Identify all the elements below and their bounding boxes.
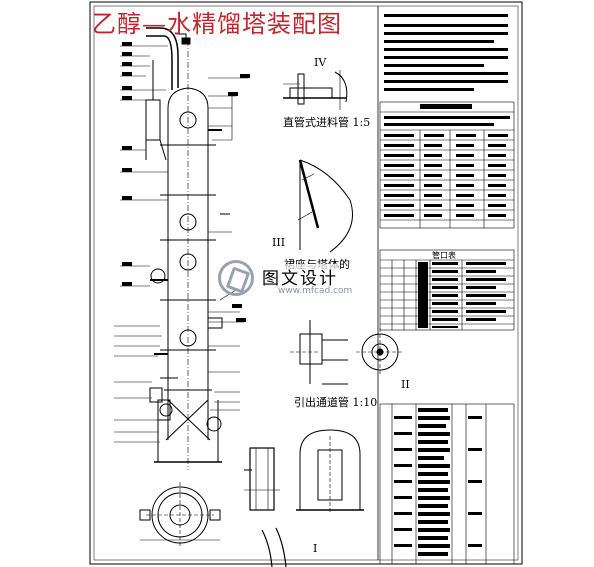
tower-column [145,27,223,470]
bottom-plan-view [139,482,221,548]
parts-list-rows [394,408,482,556]
view-iv-feed-pipe [283,70,348,110]
watermark: 图文设计 www.mfcad.com [218,256,368,298]
view-iv-label: IV [314,56,327,69]
watermark-logo-icon [218,260,254,296]
nozzle-table-title: 管口表 [432,251,456,260]
technical-notes-block [384,14,508,91]
view-iv-caption: 直管式进料管 1:5 [283,116,371,129]
right-leaders [208,77,248,411]
sheet-border [89,1,523,565]
view-ii-outlet-pipe [290,320,404,385]
drawing-title: 乙醇—水精馏塔装配图 [92,10,342,38]
view-ii-caption: 引出通道管 1:10 [294,396,378,409]
view-i-label: I [313,542,318,555]
design-data-table [379,101,515,229]
watermark-url: www.mfcad.com [278,286,353,296]
watermark-text: 图文设计 [262,264,338,289]
view-iii-label: III [272,236,286,249]
parts-list-table [379,403,515,565]
view-i-base [244,429,364,512]
nozzle-table [379,249,515,331]
view-iii-detail [297,159,353,253]
view-ii-label: II [401,378,410,391]
